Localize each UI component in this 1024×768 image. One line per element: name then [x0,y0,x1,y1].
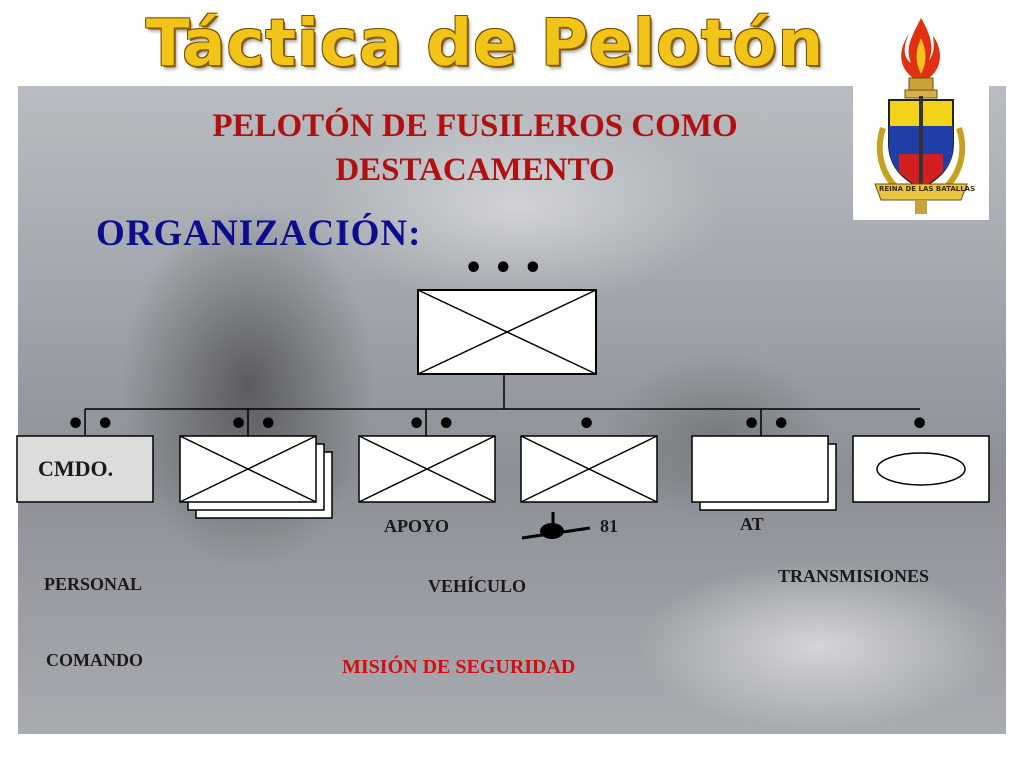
mortero-echelon: • [577,407,597,442]
subtitle-line-1: PELOTÓN DE FUSILEROS COMO [212,108,738,144]
top-unit-symbol [417,289,597,375]
antitank-unit-symbol [691,435,837,511]
comando-note: COMANDO [46,650,143,670]
crest-icon [874,18,968,214]
support-unit-symbol [358,435,496,503]
background-photo [18,86,1006,734]
apoyo-label: APOYO [384,516,449,536]
apoyo-echelon: • • [407,407,456,442]
organization-heading: ORGANIZACIÓN: [96,213,422,254]
transmisiones-echelon: • [910,407,930,442]
signals-unit-symbol [852,435,990,503]
at-label: AT [740,514,764,534]
army-crest-logo: REINA DE LAS BATALLAS [853,8,989,220]
mortar-caliber-label: 81 [600,516,618,536]
mortar-weapon-icon [521,512,591,540]
crest-ribbon-text: REINA DE LAS BATALLAS [879,185,976,193]
rifle-squads-symbol [179,435,333,519]
transmisiones-label: TRANSMISIONES [778,566,930,586]
security-mission-note: MISIÓN DE SEGURIDAD [342,656,576,678]
personal-note: PERSONAL [44,574,143,594]
cmdo-echelon: • • [66,407,115,442]
vehiculo-note: VEHÍCULO [428,576,527,596]
cmdo-label: CMDO. [38,456,114,481]
fusileros-echelon: • • [229,407,278,442]
subtitle-line-2: DESTACAMENTO [335,152,615,188]
at-echelon: • • [742,407,791,442]
cmdo-unit-box [16,435,154,503]
mortar-unit-symbol [520,435,658,503]
subtitle: PELOTÓN DE FUSILEROS COMO DESTACAMENTO [120,104,830,192]
top-unit-echelon: • • • [464,251,543,286]
page-title: Táctica de Pelotón [145,7,825,81]
